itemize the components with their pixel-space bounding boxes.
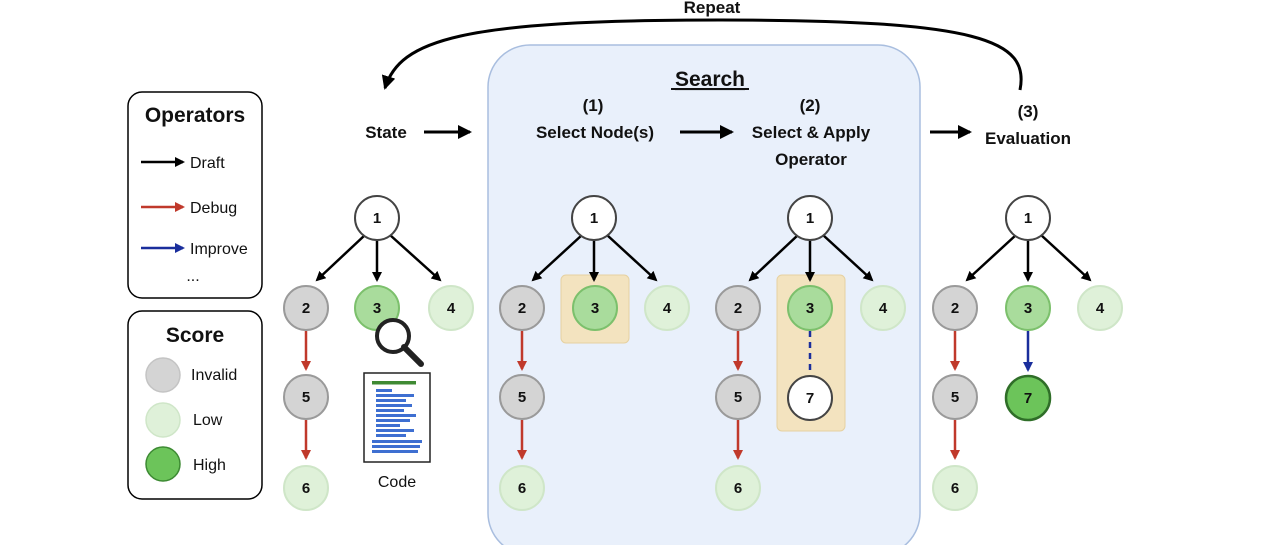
node-5 (932, 374, 978, 420)
node-2 (715, 285, 761, 331)
high-legend-label: High (193, 457, 226, 474)
high-swatch (145, 446, 181, 482)
score-legend: Score Invalid Low High (127, 310, 263, 500)
node-2 (932, 285, 978, 331)
node-1 (1005, 195, 1051, 241)
node-5-label: 5 (734, 389, 742, 406)
node-6 (283, 465, 329, 511)
low-legend-label: Low (193, 412, 223, 429)
operators-legend-title: Operators (145, 104, 245, 127)
node-4 (860, 285, 906, 331)
node-3 (787, 285, 833, 331)
magnifier-icon (375, 318, 424, 367)
apply-tree: 1 2 3 4 5 7 6 (715, 195, 906, 511)
improve-legend-label: Improve (190, 241, 248, 258)
node-4-label: 4 (879, 300, 888, 317)
edge-1-2 (531, 234, 583, 282)
score-legend-title: Score (166, 324, 224, 347)
node-5-label: 5 (518, 389, 526, 406)
node-5-label: 5 (951, 389, 959, 406)
step3-number: (3) (1018, 102, 1039, 121)
low-swatch (145, 402, 181, 438)
node-5 (715, 374, 761, 420)
node-5 (499, 374, 545, 420)
node-3-label: 3 (373, 300, 381, 317)
evaluation-tree: 1 2 3 4 5 7 6 (932, 195, 1123, 511)
node-2 (499, 285, 545, 331)
code-document-icon (363, 372, 431, 463)
edge-1-4 (1040, 234, 1092, 282)
node-2-label: 2 (302, 300, 310, 317)
operators-legend-box (127, 91, 263, 299)
step2-number: (2) (800, 96, 821, 115)
node-1-label: 1 (590, 210, 598, 227)
node-3-label: 3 (1024, 300, 1032, 317)
node-1-label: 1 (373, 210, 381, 227)
repeat-label: Repeat (684, 0, 741, 17)
edge-1-4 (389, 234, 442, 282)
node-7-label: 7 (806, 390, 814, 407)
node-2-label: 2 (518, 300, 526, 317)
node-5 (283, 374, 329, 420)
edge-1-2 (315, 234, 366, 282)
node-6 (499, 465, 545, 511)
node-6 (932, 465, 978, 511)
node-6 (715, 465, 761, 511)
node-4-label: 4 (447, 300, 456, 317)
node-6-label: 6 (951, 480, 959, 497)
node-1 (571, 195, 617, 241)
node-7 (787, 375, 833, 421)
edge-1-4 (822, 234, 874, 282)
search-title: Search (675, 68, 745, 91)
node-3-label: 3 (806, 300, 814, 317)
node-1-label: 1 (1024, 210, 1032, 227)
node-2-label: 2 (734, 300, 742, 317)
step1-number: (1) (583, 96, 604, 115)
node-4-label: 4 (1096, 300, 1105, 317)
node-4 (428, 285, 474, 331)
repeat-loop-arrow (381, 18, 1023, 91)
node-1 (787, 195, 833, 241)
search-panel (487, 44, 921, 545)
node-6-label: 6 (734, 480, 742, 497)
node-7-label: 7 (1024, 390, 1032, 407)
draft-legend-label: Draft (190, 155, 225, 172)
operators-legend: Operators Draft Debug Improve ... (127, 91, 263, 299)
node-7 (1004, 374, 1052, 422)
node-1 (354, 195, 400, 241)
node-5-label: 5 (302, 389, 310, 406)
operators-ellipsis: ... (186, 268, 199, 285)
step2-label-line2: Operator (775, 150, 847, 169)
node-3-label: 3 (591, 300, 599, 317)
node-1-label: 1 (806, 210, 814, 227)
invalid-legend-label: Invalid (191, 367, 237, 384)
node-4 (1077, 285, 1123, 331)
invalid-swatch (145, 357, 181, 393)
debug-legend-label: Debug (190, 200, 237, 217)
node-2 (283, 285, 329, 331)
node-4 (644, 285, 690, 331)
node-3 (1005, 285, 1051, 331)
step1-label: Select Node(s) (536, 123, 654, 142)
step3-label: Evaluation (985, 129, 1071, 148)
select-tree: 1 2 3 4 5 6 (499, 195, 690, 511)
edge-1-2 (748, 234, 799, 282)
step2-label-line1: Select & Apply (752, 123, 871, 142)
node-6-label: 6 (518, 480, 526, 497)
edge-1-4 (606, 234, 658, 282)
code-label: Code (378, 474, 416, 491)
state-tree: 1 2 3 4 5 6 (283, 195, 474, 511)
node-2-label: 2 (951, 300, 959, 317)
node-3 (572, 285, 618, 331)
node-4-label: 4 (663, 300, 672, 317)
state-label: State (365, 123, 407, 142)
edge-1-2 (965, 234, 1017, 282)
node-6-label: 6 (302, 480, 310, 497)
